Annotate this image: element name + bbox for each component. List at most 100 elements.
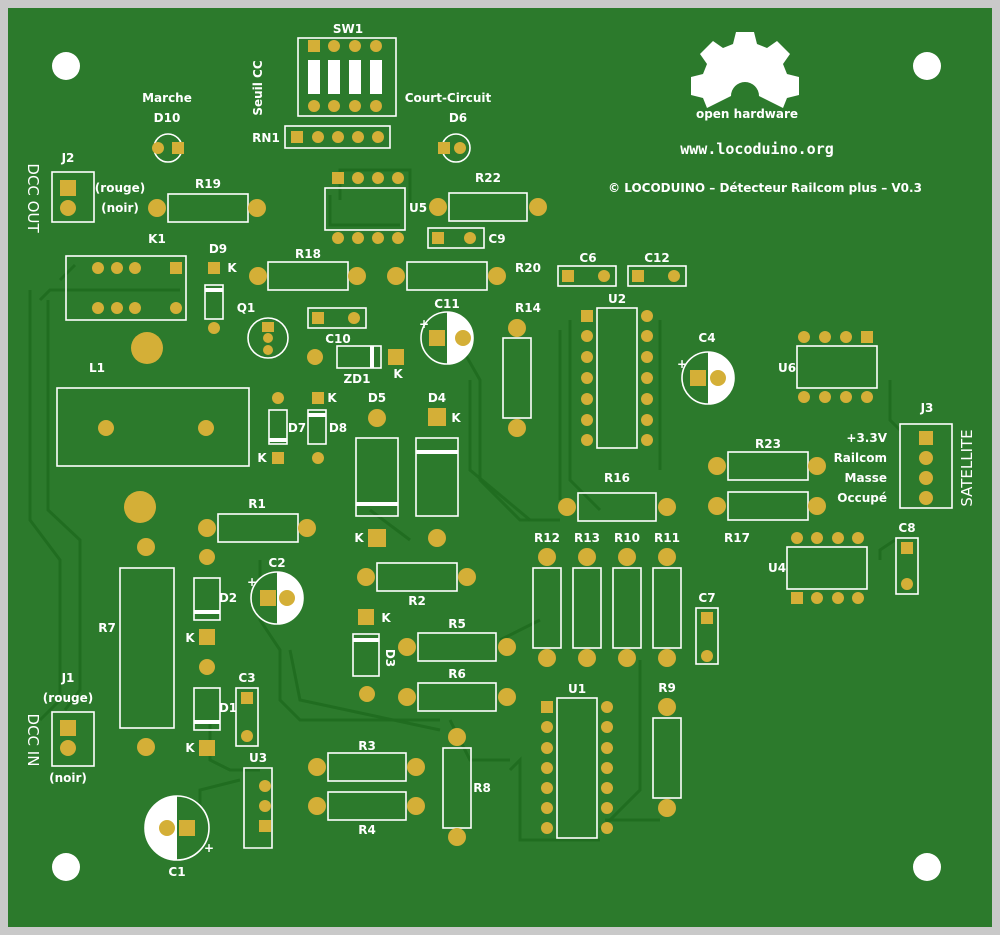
u3-label: U3 [249,751,267,765]
r19-resistor [148,193,266,223]
j3-occupe-label: Occupé [837,491,887,505]
d7-diode [268,392,288,464]
r13-label: R13 [574,531,600,545]
d5-diode [355,409,399,547]
u2-ic [581,307,653,449]
r1-mount-pad [124,491,156,523]
mounting-holes [52,52,941,881]
r16-label: R16 [604,471,630,485]
r12-label: R12 [534,531,560,545]
d8-diode [307,392,327,464]
q1-transistor [247,317,289,359]
r10-resistor [612,548,642,667]
l1-mount-pad [131,332,163,364]
r18-resistor [249,261,366,291]
d3-diode [352,609,380,702]
j1-noir-label: (noir) [49,771,87,785]
d4-label: D4 [428,391,446,405]
r12-resistor [532,548,562,667]
l1-inductor [56,387,250,467]
u2-label: U2 [608,292,626,306]
l1-label: L1 [89,361,105,375]
j1-label: J1 [61,671,75,685]
d7-k-label: K [257,451,267,465]
j1-rouge-label: (rouge) [43,691,93,705]
u4-label: U4 [768,561,786,575]
c4-label: C4 [698,331,715,345]
c1-capacitor [144,795,210,861]
c8-label: C8 [898,521,915,535]
u3-regulator [243,767,273,849]
sw1-dip-switch [297,37,397,117]
j3-connector [899,423,953,509]
j2-rouge-label: (rouge) [95,181,145,195]
d1-k-label: K [185,741,195,755]
d2-k-label: K [185,631,195,645]
r23-resistor [708,451,826,481]
r1-label: R1 [248,497,266,511]
r4-label: R4 [358,823,376,837]
r20-resistor [387,261,506,291]
d9-diode [204,262,224,334]
d7-label: D7 [288,421,306,435]
r19-label: R19 [195,177,221,191]
r1-resistor [198,513,316,543]
c11-plus-label: + [419,317,429,331]
r5-label: R5 [448,617,466,631]
d4-k-label: K [451,411,461,425]
d9-k-label: K [227,261,237,275]
r2-label: R2 [408,594,426,608]
j2-label: J2 [61,151,75,165]
r6-label: R6 [448,667,466,681]
r22-resistor [429,192,547,222]
r13-resistor [572,548,602,667]
j3-masse-label: Masse [845,471,887,485]
c10-label: C10 [325,332,351,346]
d2-label: D2 [219,591,237,605]
c4-plus-label: + [677,357,687,371]
court-circuit-label: Court-Circuit [405,91,492,105]
r6-resistor [398,682,516,712]
r14-label: R14 [515,301,541,315]
r22-label: R22 [475,171,501,185]
r3-label: R3 [358,739,376,753]
d4-diode [415,408,459,547]
d10-label: D10 [154,111,181,125]
d6-label: D6 [449,111,467,125]
d1-label: D1 [219,701,237,715]
dcc-in-label: DCC IN [24,714,42,767]
r9-label: R9 [658,681,676,695]
dcc-out-label: DCC OUT [24,163,42,233]
d8-k-label: K [327,391,337,405]
c8-capacitor [895,537,919,595]
sw1-label: SW1 [333,22,363,36]
u4-ic [786,532,868,604]
satellite-label: SATELLITE [958,429,976,506]
u1-ic [541,697,613,839]
c4-capacitor [681,351,735,405]
r16-resistor [558,492,676,522]
j3-label: J3 [920,401,934,415]
r11-resistor [652,548,682,667]
r2-resistor [357,562,476,592]
r14-resistor [502,319,532,437]
c1-plus-label: + [204,841,214,855]
r9-resistor [652,698,682,817]
c2-label: C2 [268,556,285,570]
r20-label: R20 [515,261,541,275]
c12-capacitor [627,265,687,287]
board-title: © LOCODUINO – Détecteur Railcom plus – V… [608,181,922,195]
open-hardware-logo-icon: open hardware [691,32,799,121]
r17-resistor [708,491,826,521]
d2-diode [193,549,221,645]
c12-label: C12 [644,251,670,265]
c6-label: C6 [579,251,596,265]
u1-label: U1 [568,682,586,696]
d1-diode [193,659,221,756]
c2-plus-label: + [247,575,257,589]
c7-label: C7 [698,591,715,605]
r4-resistor [308,791,425,821]
u5-label: U5 [409,201,427,215]
